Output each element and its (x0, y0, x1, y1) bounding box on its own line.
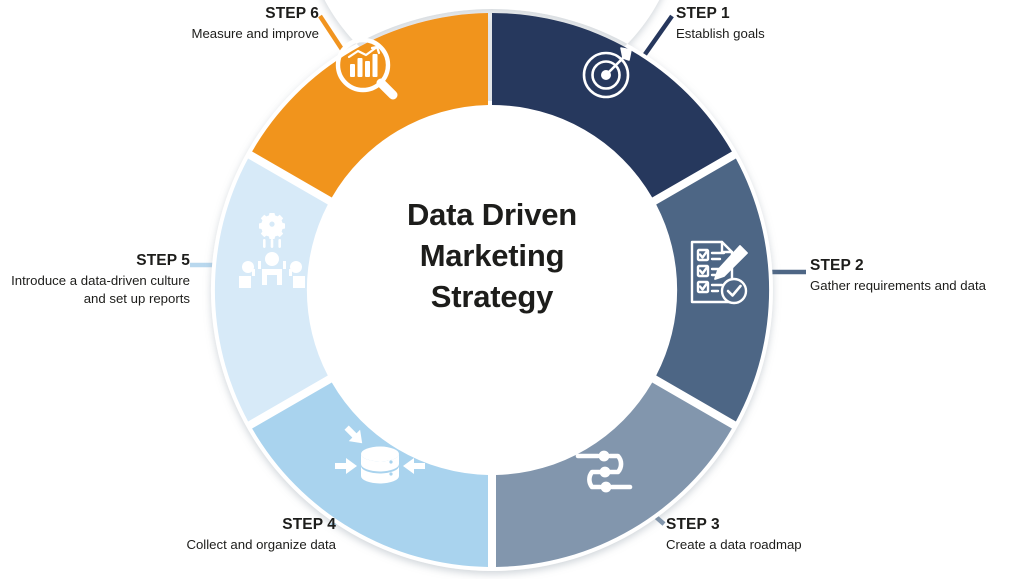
roadmap-nodes-icon (575, 450, 633, 493)
step-label-2: STEP 2 (810, 257, 864, 274)
step-label-4: STEP 4 (282, 516, 336, 533)
callout-step-4[interactable]: STEP 4 Collect and organize data (98, 515, 336, 554)
callout-step-1[interactable]: STEP 1 Establish goals (676, 4, 906, 43)
checklist-pencil-approved-icon (690, 240, 748, 305)
database-inbound-arrows-icon (335, 415, 425, 484)
segment-step-6[interactable] (252, 13, 488, 198)
step-description-1: Establish goals (676, 26, 765, 42)
donut-ring (210, 0, 773, 571)
magnifier-bar-chart-icon (335, 37, 398, 100)
step-description-2: Gather requirements and data (810, 278, 986, 294)
callout-step-5[interactable]: STEP 5 Introduce a data-driven culture a… (0, 251, 190, 307)
step-description-6: Measure and improve (191, 26, 319, 42)
step-label-1: STEP 1 (676, 5, 730, 22)
segment-step-3[interactable] (496, 382, 732, 568)
callout-step-2[interactable]: STEP 2 Gather requirements and data (810, 256, 1010, 295)
step-label-6: STEP 6 (265, 5, 319, 22)
step-label-5: STEP 5 (136, 252, 190, 269)
segment-step-1[interactable] (492, 13, 732, 198)
team-gear-culture-icon (239, 212, 305, 288)
segment-step-5[interactable] (214, 158, 328, 422)
target-bullseye-arrow-icon (582, 47, 632, 99)
step-description-4: Collect and organize data (186, 537, 336, 553)
callout-step-6[interactable]: STEP 6 Measure and improve (88, 4, 319, 43)
step-description-5: Introduce a data-driven culture and set … (11, 273, 190, 306)
callout-step-3[interactable]: STEP 3 Create a data roadmap (666, 515, 916, 554)
step-description-3: Create a data roadmap (666, 537, 802, 553)
step-label-3: STEP 3 (666, 516, 720, 533)
